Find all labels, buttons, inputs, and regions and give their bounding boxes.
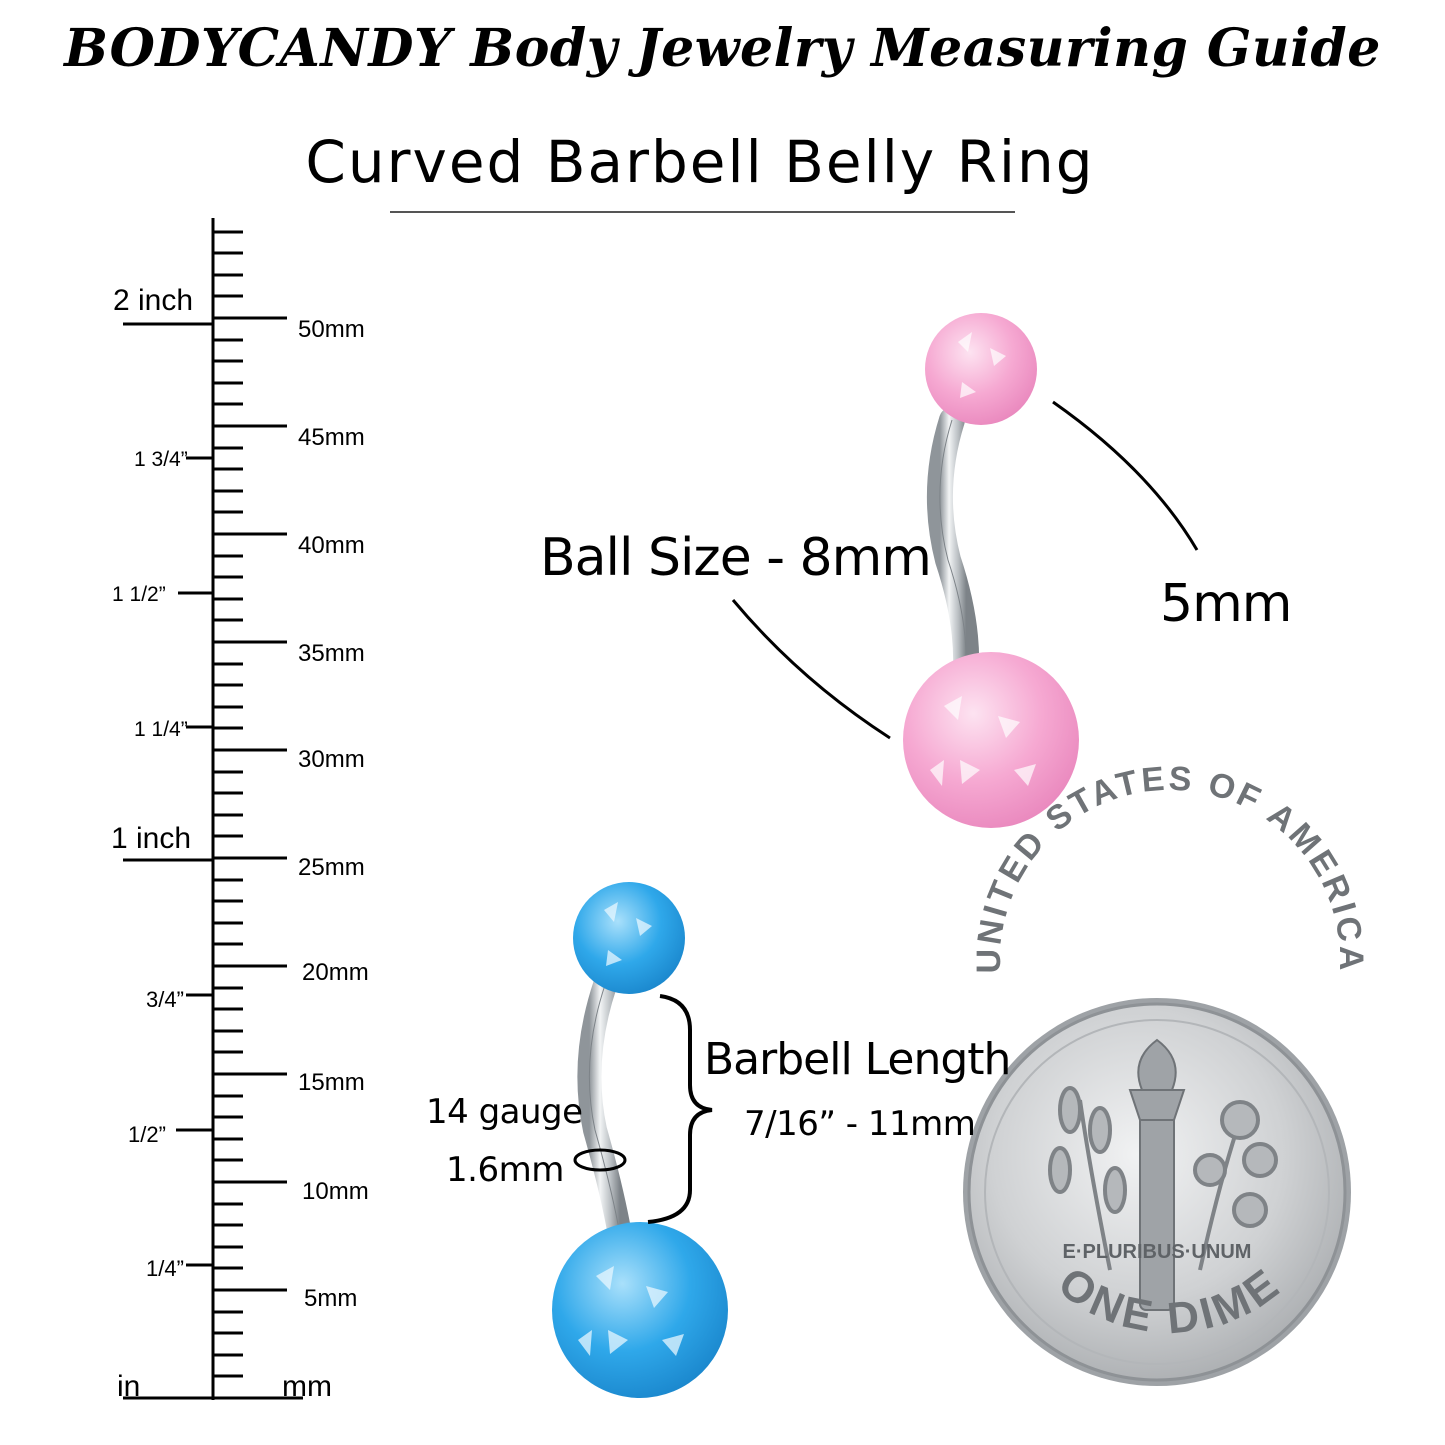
jewelry-illustration: UNITED STATES OF AMERICA E·PLURIBUS·UNUM… bbox=[552, 313, 1367, 1398]
ruler-unit-mm: mm bbox=[282, 1370, 332, 1403]
mm-label-50: 50mm bbox=[298, 316, 365, 343]
ruler-ticks bbox=[213, 230, 287, 1378]
pink-top-ball bbox=[925, 313, 1037, 425]
inch-label-1-3-4: 1 3/4” bbox=[134, 448, 188, 471]
blue-bottom-ball bbox=[552, 1222, 728, 1398]
blue-top-ball bbox=[573, 882, 685, 994]
coin-motto: E·PLURIBUS·UNUM bbox=[1063, 1241, 1252, 1263]
mm-label-15: 15mm bbox=[298, 1069, 365, 1096]
barbell-length-title: Barbell Length bbox=[704, 1034, 1011, 1085]
ruler-unit-in: in bbox=[117, 1370, 140, 1403]
pink-belly-ring bbox=[731, 313, 1199, 828]
oak-branch-icon bbox=[1193, 1100, 1278, 1271]
inch-label-2: 2 inch bbox=[113, 284, 193, 317]
mm-label-25: 25mm bbox=[298, 854, 365, 881]
inch-label-1-2: 1/2” bbox=[128, 1122, 166, 1147]
gauge-mm-label: 1.6mm bbox=[446, 1150, 564, 1190]
barbell-length-value: 7/16” - 11mm bbox=[744, 1104, 976, 1144]
olive-branch-icon bbox=[1048, 1086, 1127, 1271]
mm-label-45: 45mm bbox=[298, 424, 365, 451]
mm-label-20: 20mm bbox=[302, 959, 369, 986]
ball-size-label: Ball Size - 8mm bbox=[540, 528, 932, 588]
mm-label-35: 35mm bbox=[298, 640, 365, 667]
inch-label-1: 1 inch bbox=[111, 822, 191, 855]
pink-bottom-ball bbox=[903, 652, 1079, 828]
inch-label-3-4: 3/4” bbox=[146, 987, 184, 1012]
torch-icon bbox=[1128, 1038, 1186, 1311]
subtitle-underline bbox=[390, 211, 1015, 213]
dime-coin: UNITED STATES OF AMERICA E·PLURIBUS·UNUM… bbox=[963, 760, 1367, 1386]
page-subtitle: Curved Barbell Belly Ring bbox=[305, 128, 1095, 196]
inch-label-1-1-2: 1 1/2” bbox=[112, 583, 166, 606]
page-title: BODYCANDY Body Jewelry Measuring Guide bbox=[64, 18, 1381, 79]
inch-label-1-1-4: 1 1/4” bbox=[134, 718, 188, 741]
blue-belly-ring bbox=[552, 882, 728, 1398]
inch-label-1-4: 1/4” bbox=[146, 1256, 184, 1281]
ball-size-small-label: 5mm bbox=[1160, 574, 1292, 634]
ruler: 50mm 45mm 40mm 35mm 30mm 25mm 20mm 15mm … bbox=[111, 218, 369, 1403]
mm-label-40: 40mm bbox=[298, 532, 365, 559]
gauge-label: 14 gauge bbox=[426, 1092, 583, 1132]
mm-label-10: 10mm bbox=[302, 1178, 369, 1205]
mm-label-30: 30mm bbox=[298, 746, 365, 773]
mm-label-5: 5mm bbox=[304, 1285, 357, 1312]
